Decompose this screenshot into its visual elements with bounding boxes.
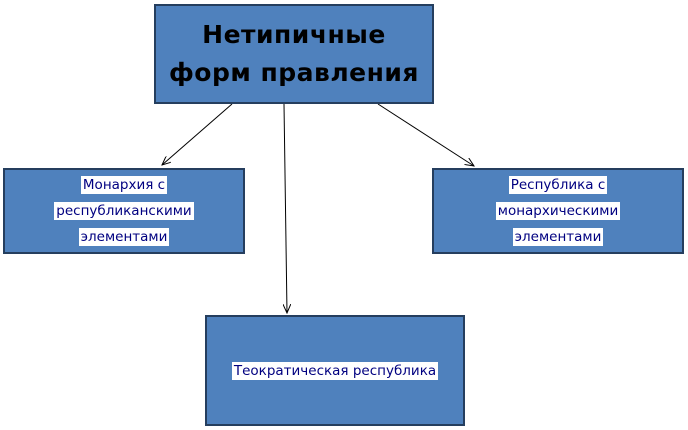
arrow-to-right-box [377,103,474,166]
bottom-line-1: Теократическая республика [231,361,439,380]
left-box: Монархия с республиканскими элементами [3,168,245,254]
left-line-3: элементами [78,228,170,246]
bottom-box: Теократическая республика [205,315,465,426]
arrow-to-bottom-box [284,103,287,313]
bottom-box-label: Теократическая республика [231,358,439,384]
arrow-to-left-box [162,103,233,165]
title-line-2: форм правления [169,58,419,87]
right-line-1: Республика с [508,176,608,194]
title-line-1: Нетипичные [202,20,386,49]
title-box: Нетипичные форм правления [154,4,434,104]
right-line-3: элементами [512,228,604,246]
left-box-label: Монархия с республиканскими элементами [54,172,194,250]
right-box: Республика с монархическими элементами [432,168,684,254]
right-box-label: Республика с монархическими элементами [495,172,621,250]
left-line-2: республиканскими [54,202,194,220]
title-text: Нетипичные форм правления [169,16,419,92]
left-line-1: Монархия с [80,176,168,194]
right-line-2: монархическими [495,202,621,220]
